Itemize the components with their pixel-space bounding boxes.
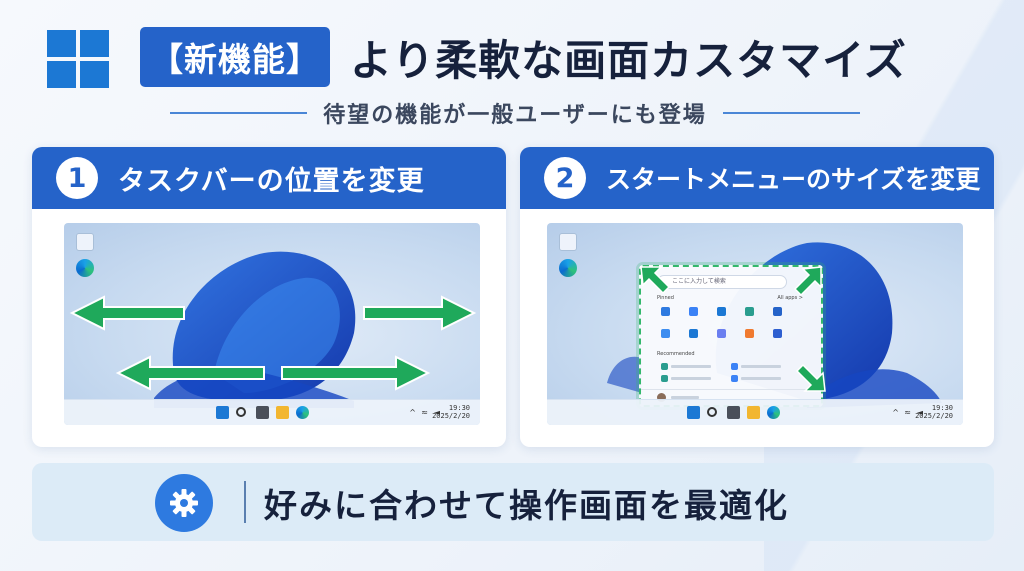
start-menu[interactable]: ここに入力して検索 Pinned All apps > Recommended [639, 265, 823, 407]
footer-divider [244, 481, 246, 523]
subtitle: 待望の機能が一般ユーザーにも登場 [323, 103, 707, 128]
app-icon[interactable] [717, 307, 726, 316]
clock[interactable]: 19:30 2025/2/20 [915, 404, 953, 420]
arrow-left-top [69, 295, 185, 331]
step-number: 2 [544, 157, 586, 199]
arrow-resize-top-left [640, 266, 671, 295]
subtitle-row: 待望の機能が一般ユーザーにも登場 [170, 98, 860, 128]
all-apps-button[interactable]: All apps > [777, 295, 803, 301]
arrow-resize-bottom-right [795, 363, 826, 392]
app-icon[interactable] [745, 307, 754, 316]
recent-file-name [741, 377, 781, 380]
start-search-input[interactable]: ここに入力して検索 [657, 275, 787, 289]
panel-start-menu-size: 2 スタートメニューのサイズを変更 ここに入力して検索 Pinned All a… [520, 147, 994, 447]
panel-header: 2 スタートメニューのサイズを変更 [520, 147, 994, 209]
volume-icon[interactable]: ◄ [433, 408, 440, 417]
recent-file-icon[interactable] [661, 375, 668, 382]
resize-arrows [640, 266, 826, 392]
recent-file-icon[interactable] [661, 363, 668, 370]
arrow-resize-top-right [793, 266, 822, 297]
subtitle-line-left [170, 112, 308, 114]
search-icon[interactable] [236, 407, 246, 417]
arrow-right-top [363, 295, 477, 331]
start-icon[interactable] [687, 406, 700, 419]
task-view-icon[interactable] [727, 406, 740, 419]
recent-file-name [671, 365, 711, 368]
clock[interactable]: 19:30 2025/2/20 [432, 404, 470, 420]
windows-bloom-wallpaper [154, 251, 356, 408]
user-avatar[interactable] [657, 393, 666, 402]
edge-taskbar-icon[interactable] [296, 406, 309, 419]
footer-text: 好みに合わせて操作画面を最適化 [264, 486, 789, 525]
recent-file-icon[interactable] [731, 363, 738, 370]
arrow-left-bottom [115, 355, 265, 391]
chevron-up-icon[interactable]: ^ [892, 408, 899, 417]
desktop-screenshot: ここに入力して検索 Pinned All apps > Recommended [547, 223, 963, 425]
gear-icon [155, 474, 213, 532]
desktop-screenshot: ^ ≈ ◄ 19:30 2025/2/20 [64, 223, 480, 425]
panel-title: タスクバーの位置を変更 [118, 165, 425, 197]
taskbar: ^ ≈ ◄ 19:30 2025/2/20 [547, 399, 963, 425]
search-icon[interactable] [707, 407, 717, 417]
app-icon[interactable] [773, 329, 782, 338]
recent-file-icon[interactable] [731, 375, 738, 382]
edge-taskbar-icon[interactable] [767, 406, 780, 419]
wifi-icon[interactable]: ≈ [904, 408, 911, 417]
app-icon[interactable] [661, 329, 670, 338]
file-explorer-icon[interactable] [747, 406, 760, 419]
move-arrows [69, 295, 477, 391]
app-icon[interactable] [661, 307, 670, 316]
recent-file-name [671, 377, 711, 380]
recycle-bin-icon[interactable] [76, 233, 94, 251]
arrow-right-bottom [281, 355, 431, 391]
pinned-label: Pinned [657, 295, 674, 301]
panel-header: 1 タスクバーの位置を変更 [32, 147, 506, 209]
recent-file-name [741, 365, 781, 368]
panel-taskbar-position: 1 タスクバーの位置を変更 [32, 147, 506, 447]
app-icon[interactable] [689, 307, 698, 316]
file-explorer-icon[interactable] [276, 406, 289, 419]
subtitle-line-right [722, 112, 860, 114]
chevron-up-icon[interactable]: ^ [409, 408, 416, 417]
windows-logo-icon [47, 30, 109, 88]
app-icon[interactable] [745, 329, 754, 338]
headline: 【新機能】 より柔軟な画面カスタマイズ [140, 24, 907, 90]
panel-title: スタートメニューのサイズを変更 [606, 165, 981, 194]
edge-icon[interactable] [559, 259, 577, 277]
edge-icon[interactable] [76, 259, 94, 277]
start-icon[interactable] [216, 406, 229, 419]
app-icon[interactable] [773, 307, 782, 316]
task-view-icon[interactable] [256, 406, 269, 419]
app-icon[interactable] [717, 329, 726, 338]
app-icon[interactable] [689, 329, 698, 338]
footer-banner: 好みに合わせて操作画面を最適化 [32, 463, 994, 541]
recommended-label: Recommended [657, 351, 695, 357]
new-feature-tag: 【新機能】 [140, 27, 330, 87]
recycle-bin-icon[interactable] [559, 233, 577, 251]
volume-icon[interactable]: ◄ [916, 408, 923, 417]
taskbar: ^ ≈ ◄ 19:30 2025/2/20 [64, 399, 480, 425]
step-number: 1 [56, 157, 98, 199]
page-title: より柔軟な画面カスタマイズ [350, 35, 907, 85]
wifi-icon[interactable]: ≈ [421, 408, 428, 417]
user-name [671, 396, 699, 399]
